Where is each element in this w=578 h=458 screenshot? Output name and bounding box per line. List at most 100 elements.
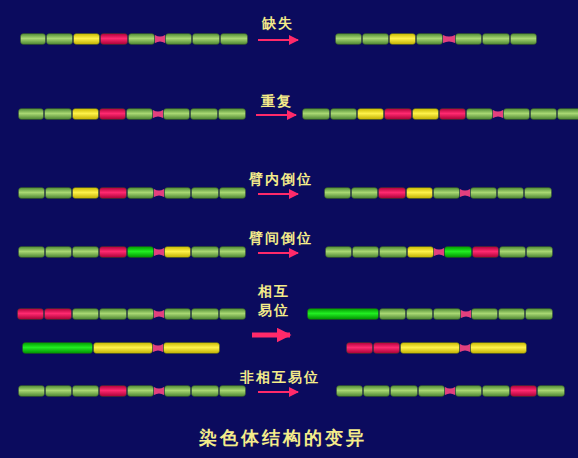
chromosome-segment bbox=[219, 109, 246, 120]
chromosome-segment bbox=[45, 309, 72, 320]
chromosome-segment bbox=[94, 343, 153, 354]
chromosome-segment bbox=[220, 188, 246, 199]
arrow-group bbox=[252, 40, 298, 392]
chromosome-segment bbox=[445, 247, 472, 258]
chromosome-segment bbox=[352, 188, 378, 199]
chromosome bbox=[325, 188, 552, 199]
variation-label: 臂间倒位 bbox=[249, 229, 313, 248]
chromosome-segment bbox=[165, 247, 191, 258]
chromosome bbox=[19, 109, 246, 120]
chromosome-segment bbox=[407, 188, 433, 199]
chromosome-segment bbox=[221, 34, 248, 45]
chromosome-segment bbox=[483, 34, 510, 45]
chromosome-segment bbox=[325, 188, 351, 199]
chromosome-segment bbox=[21, 34, 46, 45]
chromosome-segment bbox=[192, 309, 219, 320]
chromosome-segment bbox=[331, 109, 357, 120]
chromosome-segment bbox=[73, 247, 99, 258]
chromosome-segment bbox=[165, 188, 191, 199]
chromosome-segment bbox=[192, 247, 219, 258]
chromosome-segment bbox=[538, 386, 565, 397]
chromosome-segment bbox=[45, 109, 72, 120]
centromere bbox=[493, 110, 503, 118]
chromosome-segment bbox=[100, 247, 127, 258]
centromere bbox=[460, 189, 470, 197]
chromosome bbox=[336, 34, 537, 45]
chromosome-segment bbox=[46, 188, 72, 199]
chromosome-segment bbox=[165, 309, 191, 320]
variation-label: 重复 bbox=[261, 92, 293, 111]
chromosome-segment bbox=[434, 188, 460, 199]
chromosome-segment bbox=[127, 109, 153, 120]
chromosome-segment bbox=[558, 109, 578, 120]
chromosome bbox=[308, 309, 553, 320]
chromosome-segment bbox=[73, 188, 99, 199]
arrow bbox=[256, 114, 296, 116]
chromosome-segment bbox=[471, 343, 527, 354]
chromosome bbox=[19, 386, 246, 397]
chromosome-segment bbox=[374, 343, 400, 354]
chromosome bbox=[337, 386, 565, 397]
chromosome-segment bbox=[363, 34, 389, 45]
arrow bbox=[258, 391, 298, 393]
chromosome bbox=[21, 34, 248, 45]
chromosome-segment bbox=[472, 309, 498, 320]
chromosome-segment bbox=[401, 343, 460, 354]
variation-label: 臂内倒位 bbox=[249, 170, 313, 189]
variation-label: 非相互易位 bbox=[240, 368, 320, 387]
chromosome-segment bbox=[18, 309, 44, 320]
chromosome-segment bbox=[100, 386, 127, 397]
chromosome-segment bbox=[47, 34, 73, 45]
arrow bbox=[252, 333, 290, 338]
chromosome-segment bbox=[498, 188, 524, 199]
chromosome-segment bbox=[353, 247, 379, 258]
chromosome-segment bbox=[326, 247, 352, 258]
centromere bbox=[443, 35, 455, 43]
arrow bbox=[258, 39, 298, 41]
chromosome-segment bbox=[165, 386, 191, 397]
chromosome-segment bbox=[128, 386, 154, 397]
chromosome-segment bbox=[19, 188, 45, 199]
chromosome-segment bbox=[220, 386, 246, 397]
chromosome-segment bbox=[380, 309, 406, 320]
variation-label: 缺失 bbox=[262, 14, 294, 33]
chromosome-segment bbox=[128, 247, 154, 258]
centromere bbox=[153, 110, 163, 118]
chromosome-segment bbox=[46, 247, 72, 258]
chromosome-segment bbox=[101, 34, 128, 45]
chromosome-segment bbox=[500, 247, 526, 258]
variation-label: 相互 易位 bbox=[253, 282, 295, 320]
chromosome-segment bbox=[337, 386, 363, 397]
chromosome-segment bbox=[164, 109, 190, 120]
chromosome-segment bbox=[19, 109, 44, 120]
chromosome bbox=[303, 109, 578, 120]
chromosome-segment bbox=[220, 309, 246, 320]
chromosome-segment bbox=[308, 309, 379, 320]
chromosome bbox=[18, 309, 246, 320]
chromosome-segment bbox=[483, 386, 510, 397]
chromosome-segment bbox=[390, 34, 416, 45]
chromosome-segment bbox=[191, 109, 218, 120]
chromosome-segment bbox=[193, 34, 220, 45]
chromosome-segment bbox=[347, 343, 373, 354]
chromosome-segment bbox=[440, 109, 466, 120]
chromosome-segment bbox=[100, 109, 126, 120]
centromere bbox=[154, 310, 164, 318]
chromosome-segment bbox=[192, 188, 219, 199]
chromosome-segment bbox=[434, 309, 461, 320]
chromosome bbox=[19, 247, 246, 258]
centromere bbox=[154, 387, 164, 395]
chromosome bbox=[347, 343, 527, 354]
chromosome-segment bbox=[74, 34, 100, 45]
chromosome-segment bbox=[46, 386, 72, 397]
chromosome-segment bbox=[100, 309, 127, 320]
chromosome-segment bbox=[220, 247, 246, 258]
centromere bbox=[461, 310, 471, 318]
chromosome-segment bbox=[336, 34, 362, 45]
chromosome-segment bbox=[364, 386, 390, 397]
chromosome-segment bbox=[473, 247, 499, 258]
arrow bbox=[258, 193, 298, 195]
chromosome-segment bbox=[525, 188, 552, 199]
chromosome-segment bbox=[499, 309, 525, 320]
